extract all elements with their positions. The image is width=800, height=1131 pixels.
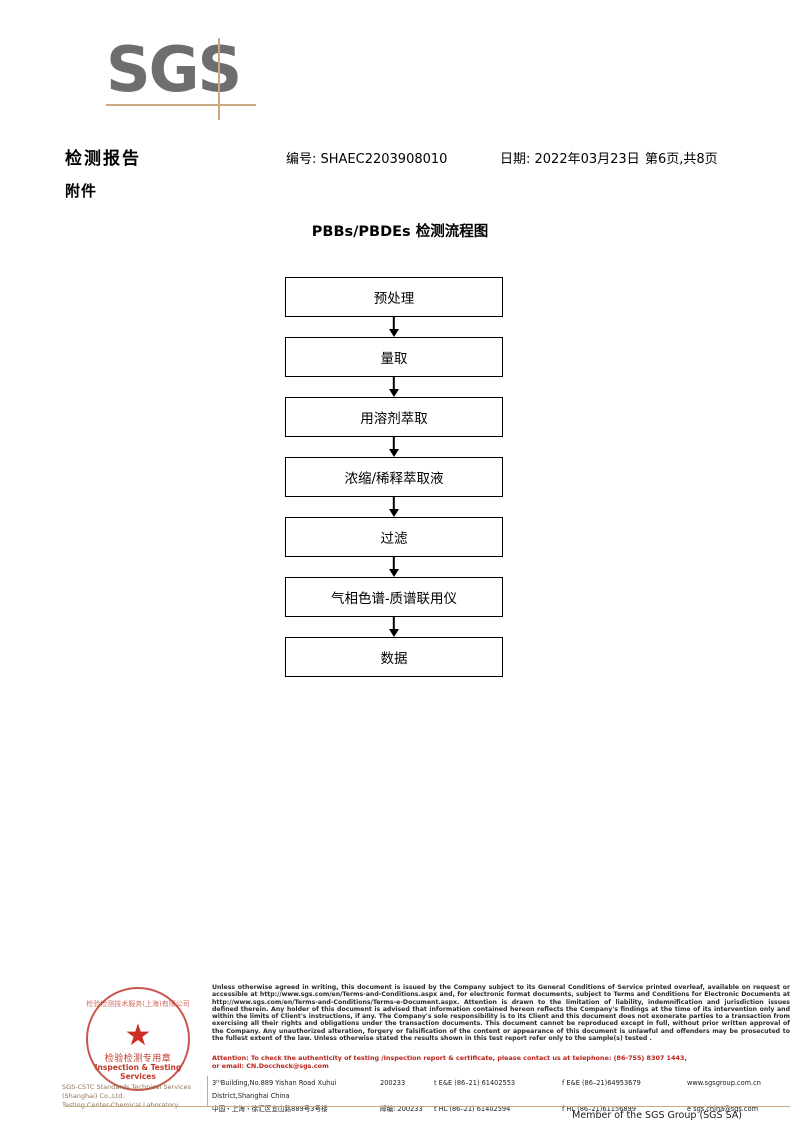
address-en: 3ᵗʰBuilding,No.889 Yishan Road Xuhui Dis…	[212, 1079, 337, 1100]
flow-arrow-6	[285, 617, 503, 637]
email: e sgs.china@sgs.com	[687, 1105, 758, 1113]
attention-line-2: or email: CN.Doccheck@sgs.com	[212, 1062, 329, 1070]
legal-disclaimer: Unless otherwise agreed in writing, this…	[212, 984, 790, 1043]
sgs-logo: SGS	[106, 33, 256, 120]
stamp-company-name: SGS-CSTC Standards Technical Services (S…	[62, 1083, 227, 1110]
flow-node-6: 气相色谱-质谱联用仪	[285, 577, 503, 617]
address-block: 3ᵗʰBuilding,No.889 Yishan Road Xuhui Dis…	[212, 1077, 792, 1116]
flow-node-4: 浓缩/稀释萃取液	[285, 457, 503, 497]
tel-hl: t HL (86–21) 61402594	[434, 1105, 511, 1113]
zip-en: 200233	[380, 1079, 406, 1087]
report-number: 编号: SHAEC2203908010	[286, 152, 448, 167]
flow-arrow-1	[285, 317, 503, 337]
address-row-en: 3ᵗʰBuilding,No.889 Yishan Road Xuhui Dis…	[212, 1077, 792, 1103]
page-subtitle: 附件	[65, 182, 98, 200]
flow-node-5: 过滤	[285, 517, 503, 557]
flow-arrow-5	[285, 557, 503, 577]
logo-vertical-rule	[218, 38, 220, 120]
flow-node-1: 预处理	[285, 277, 503, 317]
stamp-company-line2: Testing Center-Chemical Laboratory.	[62, 1101, 180, 1109]
attention-line-1: Attention: To check the authenticity of …	[212, 1054, 687, 1062]
address-divider-vertical	[207, 1076, 209, 1106]
flow-node-2: 量取	[285, 337, 503, 377]
tel-ee: t E&E (86–21) 61402553	[434, 1079, 516, 1087]
stamp-ring	[86, 987, 190, 1091]
stamp-arc-text: 检验检测技术服务(上海)有限公司	[86, 1000, 190, 1008]
report-date: 日期: 2022年03月23日	[500, 152, 640, 167]
flow-arrow-2	[285, 377, 503, 397]
attention-notice: Attention: To check the authenticity of …	[212, 1054, 790, 1070]
stamp-company-line1: SGS-CSTC Standards Technical Services (S…	[62, 1083, 191, 1100]
website: www.sgsgroup.com.cn	[687, 1079, 761, 1087]
sgs-logo-text: SGS	[106, 33, 242, 106]
fax-hl: f HL (86–21)61156899	[562, 1105, 636, 1113]
stamp-en-label: Inspection & Testing Services	[94, 1063, 182, 1081]
flow-arrow-3	[285, 437, 503, 457]
flowchart-title: PBBs/PBDEs 检测流程图	[311, 224, 489, 240]
fax-ee: f E&E (86–21)64953679	[562, 1079, 641, 1087]
logo-horizontal-rule	[106, 104, 256, 106]
zip-cn: 邮编: 200233	[380, 1105, 423, 1113]
flow-node-7: 数据	[285, 637, 503, 677]
flow-arrow-4	[285, 497, 503, 517]
page-indicator: 第6页,共8页	[645, 152, 718, 167]
address-row-cn: 中国・上海・徐汇区宜山路889号3号楼 邮编: 200233 t HL (86–…	[212, 1103, 792, 1116]
footer-divider	[66, 1106, 790, 1108]
official-stamp: 检验检测技术服务(上海)有限公司 ★ 检验检测专用章 Inspection & …	[62, 985, 198, 1109]
address-cn: 中国・上海・徐汇区宜山路889号3号楼	[212, 1105, 328, 1113]
page-title: 检测报告	[65, 149, 141, 169]
flowchart: 预处理 量取 用溶剂萃取 浓缩/稀释萃取液 过滤 气相色谱-质谱联用仪 数据	[285, 277, 503, 677]
stamp-cn-label: 检验检测专用章	[104, 1054, 172, 1064]
star-icon: ★	[124, 1019, 152, 1052]
member-line: Member of the SGS Group (SGS SA)	[572, 1110, 742, 1121]
flow-node-3: 用溶剂萃取	[285, 397, 503, 437]
